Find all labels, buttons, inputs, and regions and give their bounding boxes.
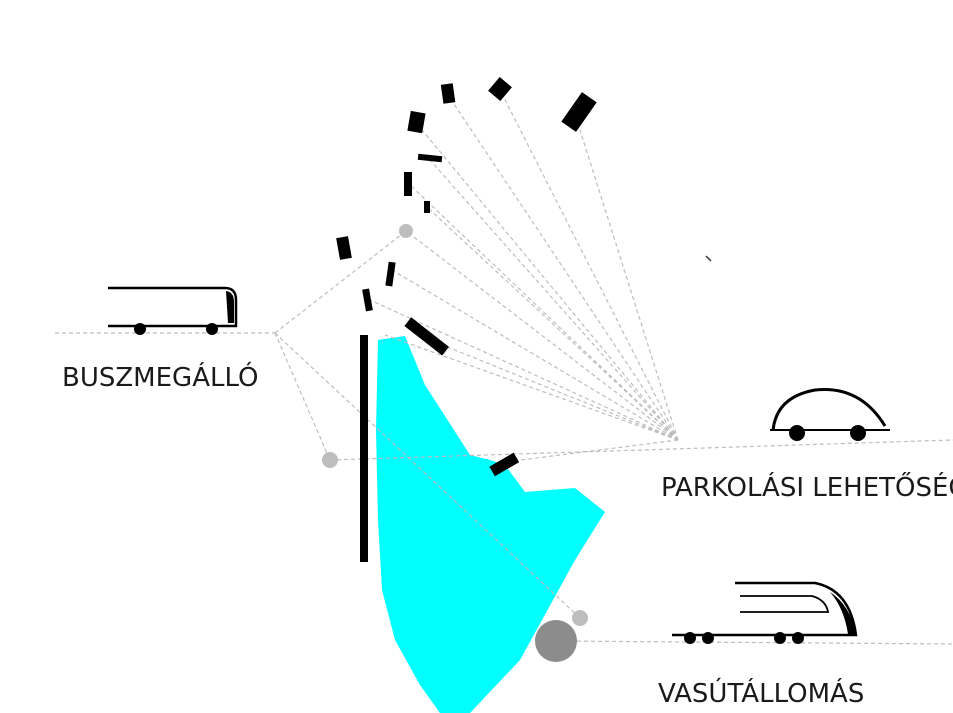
building-block bbox=[417, 153, 443, 163]
building-block bbox=[407, 110, 426, 134]
bus-stop-label: BUSZMEGÁLLÓ bbox=[62, 361, 259, 393]
building-block bbox=[489, 452, 520, 477]
wall-block bbox=[360, 335, 368, 562]
parking-ray bbox=[384, 334, 679, 441]
parking-ray bbox=[447, 94, 679, 441]
building-blocks bbox=[336, 76, 712, 562]
building-block bbox=[404, 317, 449, 356]
parking-label: PARKOLÁSI LEHETŐSÉG bbox=[661, 471, 953, 503]
parking-baseline bbox=[329, 439, 953, 461]
parking-ray bbox=[499, 89, 679, 441]
node-north bbox=[399, 224, 413, 238]
parking-ray bbox=[409, 184, 679, 441]
building-block bbox=[362, 288, 373, 312]
train-icon bbox=[672, 581, 858, 644]
building-block bbox=[561, 92, 597, 132]
parking-ray bbox=[579, 129, 679, 441]
bus-icon bbox=[108, 286, 238, 335]
building-block bbox=[424, 201, 430, 213]
node-west bbox=[322, 452, 338, 468]
station-baseline bbox=[555, 640, 953, 645]
parking-ray bbox=[424, 337, 679, 441]
car-icon bbox=[770, 387, 890, 441]
parking-ray bbox=[405, 230, 679, 441]
building-block bbox=[488, 76, 512, 102]
building-block bbox=[440, 83, 456, 104]
building-block bbox=[404, 172, 412, 196]
bus-link-south bbox=[274, 332, 331, 461]
parking-ray bbox=[427, 207, 679, 441]
station-node bbox=[535, 620, 577, 662]
parking-ray bbox=[429, 159, 679, 441]
nodes bbox=[322, 224, 588, 662]
building-block bbox=[385, 261, 396, 287]
train-station-label: VASÚTÁLLOMÁS bbox=[658, 677, 864, 709]
guide-lines bbox=[55, 89, 953, 645]
parking-ray bbox=[369, 299, 679, 441]
tick-mark bbox=[705, 255, 712, 262]
node-south bbox=[572, 610, 588, 626]
site-area bbox=[376, 336, 605, 713]
parking-ray bbox=[417, 124, 679, 441]
parking-ray bbox=[504, 439, 679, 463]
building-block bbox=[336, 236, 352, 260]
